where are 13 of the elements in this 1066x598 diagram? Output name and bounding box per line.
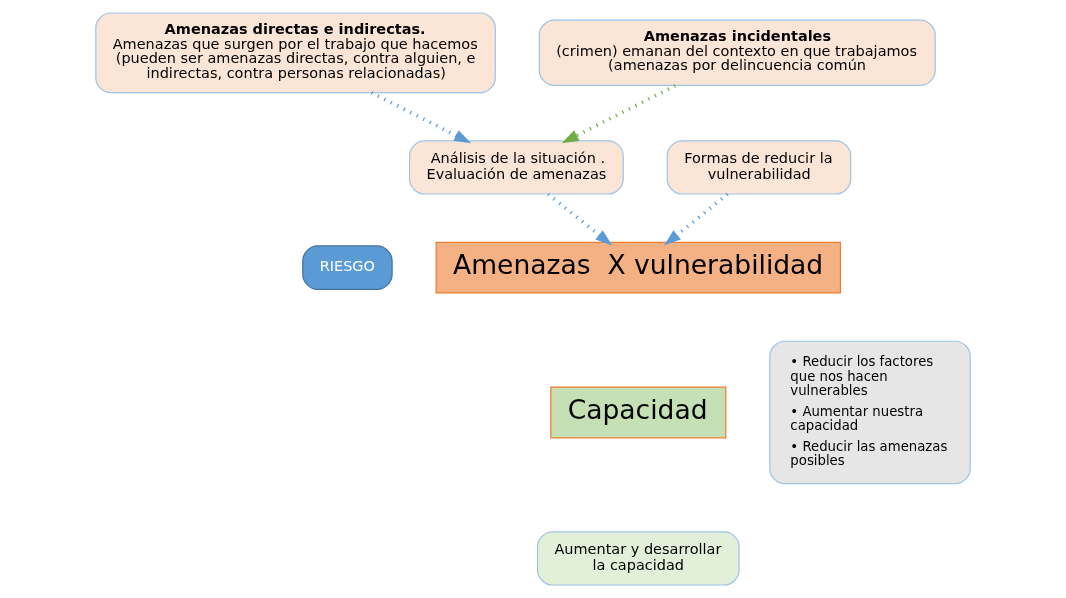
node-box: Capacidad: [550, 386, 727, 439]
node-box: Formas de reducir la vulnerabilidad: [666, 140, 852, 195]
arrow: [370, 91, 472, 144]
node-box: Análisis de la situación . Evaluación de amenazas: [409, 140, 624, 195]
node-box: Amenazas X vulnerabilidad: [435, 241, 842, 294]
arrow: [664, 192, 729, 246]
arrow: [546, 192, 613, 246]
node-box: Amenazas incidentales (crimen) emanan del contexto en que trabajamos (amenazas por delincuencia común: [538, 19, 936, 86]
node-box: • Reducir los factores que nos hacen vulnerables • Aumentar nuestra capacidad • Reducir las amenazas posibles: [769, 340, 971, 485]
node-box: Amenazas directas e indirectas. Amenazas que surgen por el trabajo que hacemos (pueden ser amenazas directas, contra alguien, e indirectas, contra personas relacionadas): [95, 12, 496, 94]
arrow: [561, 83, 676, 144]
node-box: RIESGO: [302, 245, 393, 290]
node-box: Aumentar y desarrollar la capacidad: [536, 531, 740, 586]
